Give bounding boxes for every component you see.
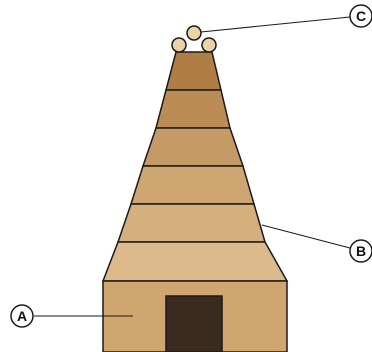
finial-ball-top	[187, 26, 201, 40]
callout-c: C	[201, 5, 372, 32]
label-b: B	[356, 243, 366, 259]
roof-tier-5	[118, 204, 265, 242]
roof-tier-4	[131, 166, 254, 204]
roof-tier-2	[156, 90, 230, 128]
label-a: A	[17, 308, 27, 324]
roof-tier-6	[103, 242, 287, 281]
roof-tier-1	[166, 52, 221, 90]
doorway	[166, 296, 222, 352]
finial-ball-right	[202, 38, 216, 52]
leader-line-b	[262, 225, 350, 248]
roof-tiers	[103, 52, 287, 281]
finial-cluster	[172, 26, 216, 52]
leader-line-c	[201, 17, 350, 32]
finial-ball-left	[172, 38, 186, 52]
label-c: C	[356, 8, 366, 24]
roof-tier-3	[143, 128, 243, 166]
callout-b: B	[262, 225, 372, 262]
